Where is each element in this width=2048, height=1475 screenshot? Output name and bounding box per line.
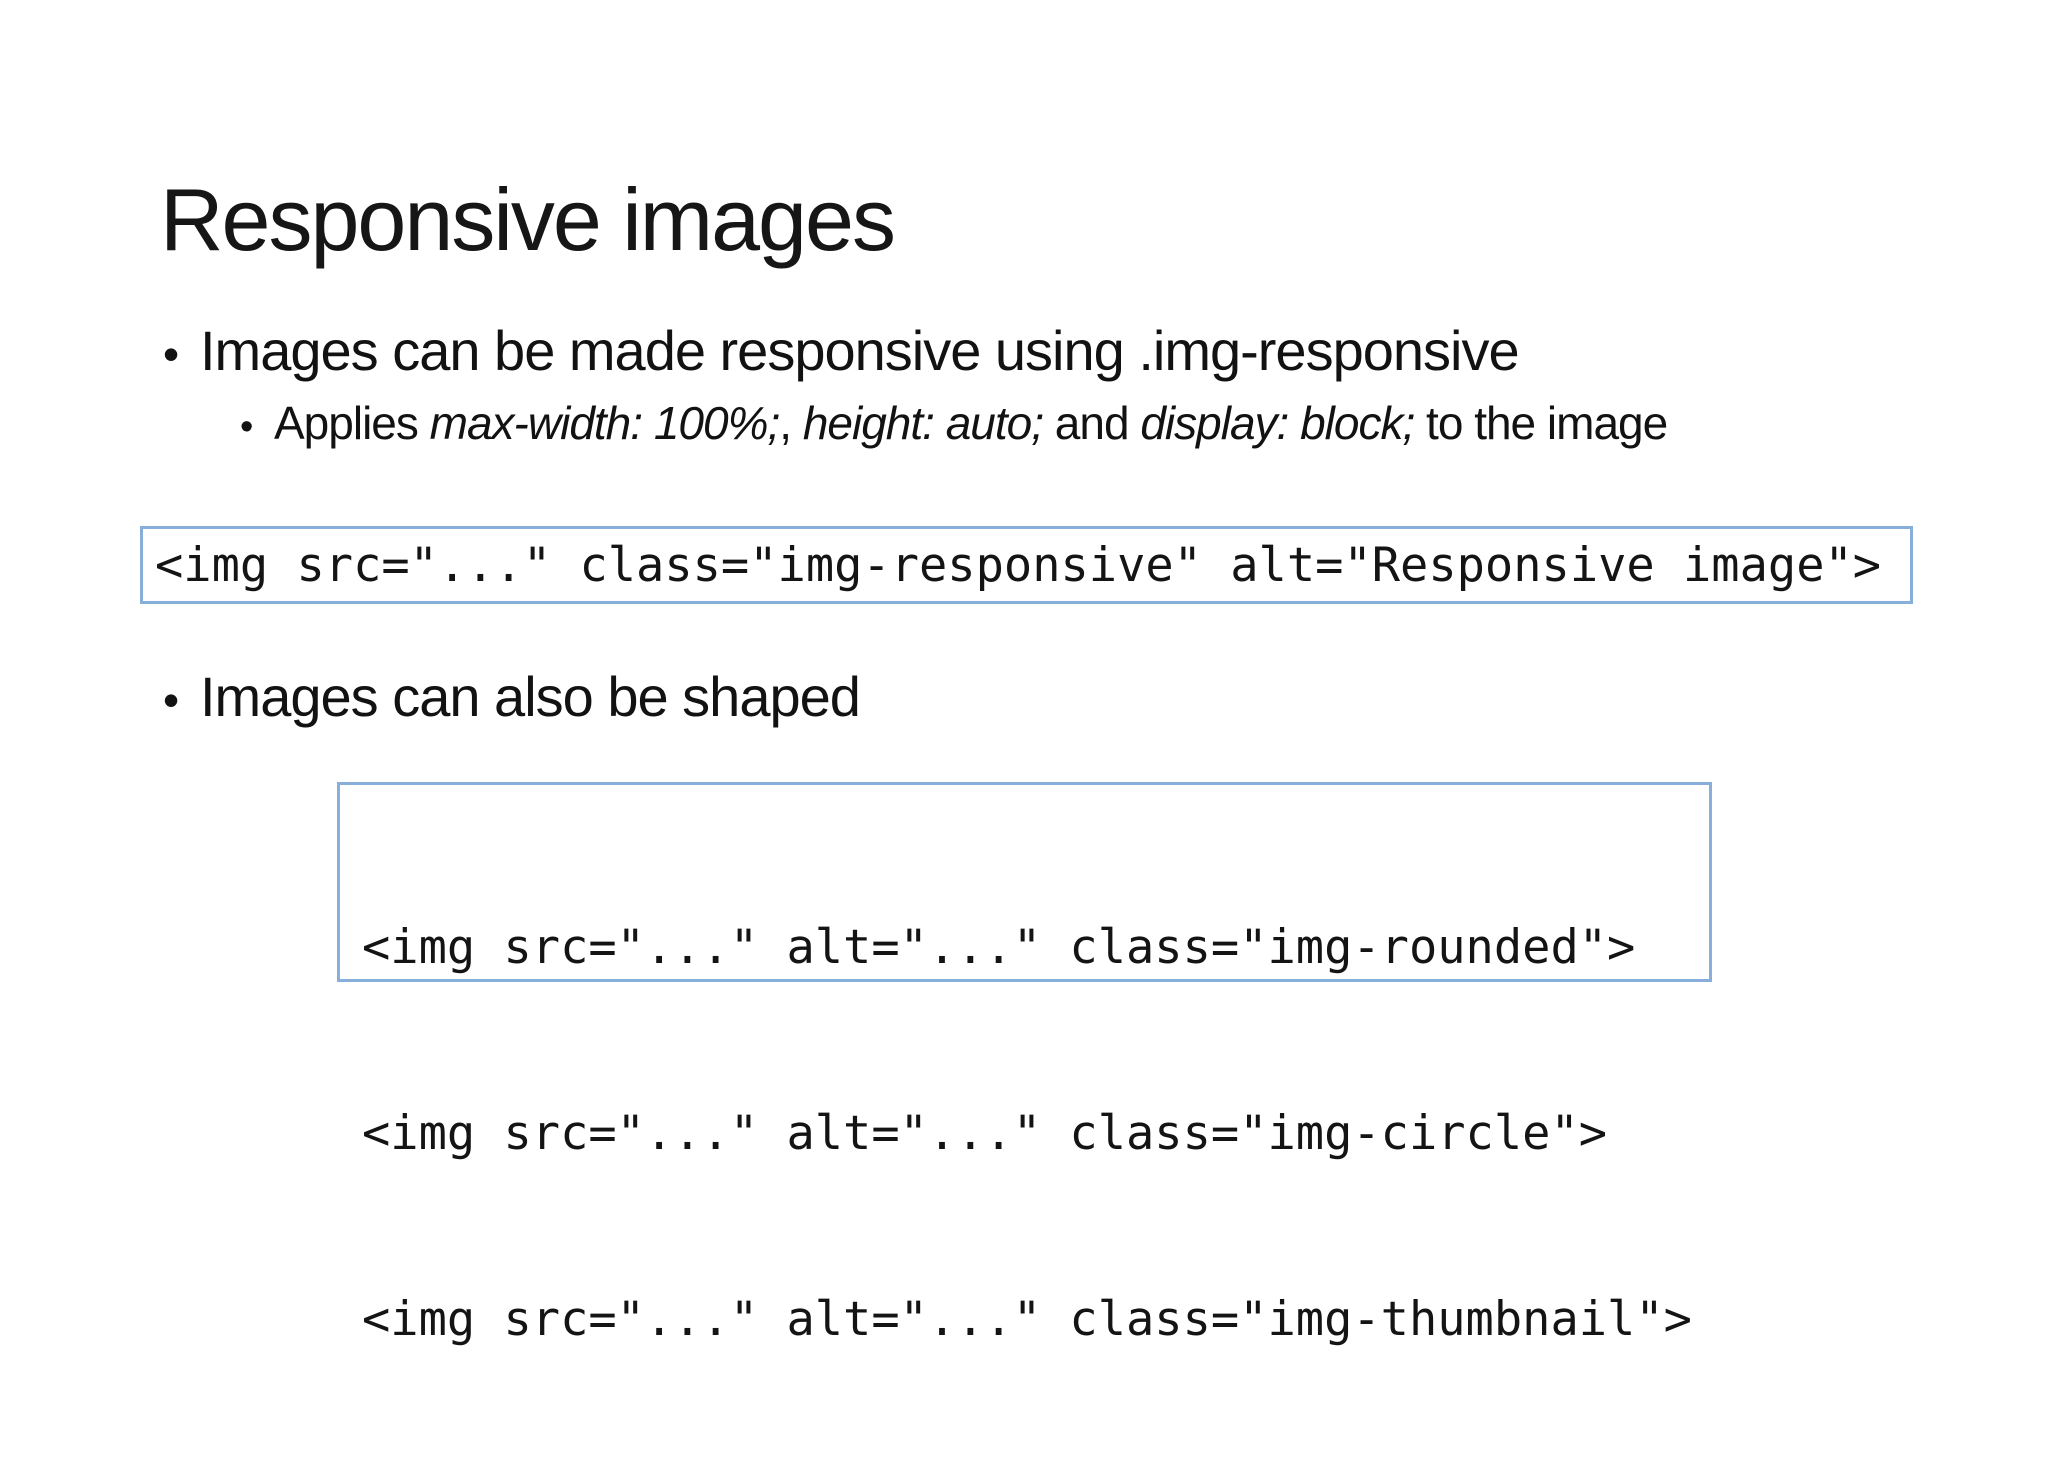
- bullet-text: Images can be made responsive using .img…: [200, 319, 1520, 382]
- text-segment-italic-height: height: auto;: [802, 397, 1044, 449]
- code-line-img-thumbnail: <img src="..." alt="..." class="img-thum…: [362, 1292, 1692, 1347]
- bullet-responsive-images: • Images can be made responsive using .i…: [163, 318, 1520, 383]
- bullet-marker: •: [240, 406, 253, 448]
- slide-canvas: Responsive images • Images can be made r…: [140, 169, 1913, 1347]
- bullet-marker: •: [163, 674, 179, 726]
- text-segment: and: [1043, 397, 1141, 449]
- code-line: <img src="..." class="img-responsive" al…: [155, 537, 1882, 593]
- code-box-img-shapes: <img src="..." alt="..." class="img-roun…: [337, 782, 1712, 1347]
- text-segment: ,: [779, 397, 803, 449]
- sub-bullet-applies-styles: • Applies max-width: 100%;, height: auto…: [240, 396, 1668, 450]
- slide-title: Responsive images: [160, 169, 896, 269]
- text-segment: Applies: [274, 397, 430, 449]
- bullet-images-shaped: • Images can also be shaped: [163, 664, 861, 729]
- code-line-img-circle: <img src="..." alt="..." class="img-circ…: [362, 1106, 1608, 1161]
- text-segment: to the image: [1414, 397, 1668, 449]
- sub-bullet-text: Applies max-width: 100%;, height: auto; …: [274, 396, 1668, 450]
- text-segment-italic-max-width: max-width: 100%;: [429, 397, 781, 449]
- bullet-marker: •: [163, 328, 179, 380]
- code-box-img-responsive: <img src="..." class="img-responsive" al…: [140, 526, 1913, 604]
- code-line-img-rounded: <img src="..." alt="..." class="img-roun…: [362, 920, 1636, 975]
- text-segment-italic-display: display: block;: [1140, 397, 1415, 449]
- bullet-text: Images can also be shaped: [200, 665, 861, 728]
